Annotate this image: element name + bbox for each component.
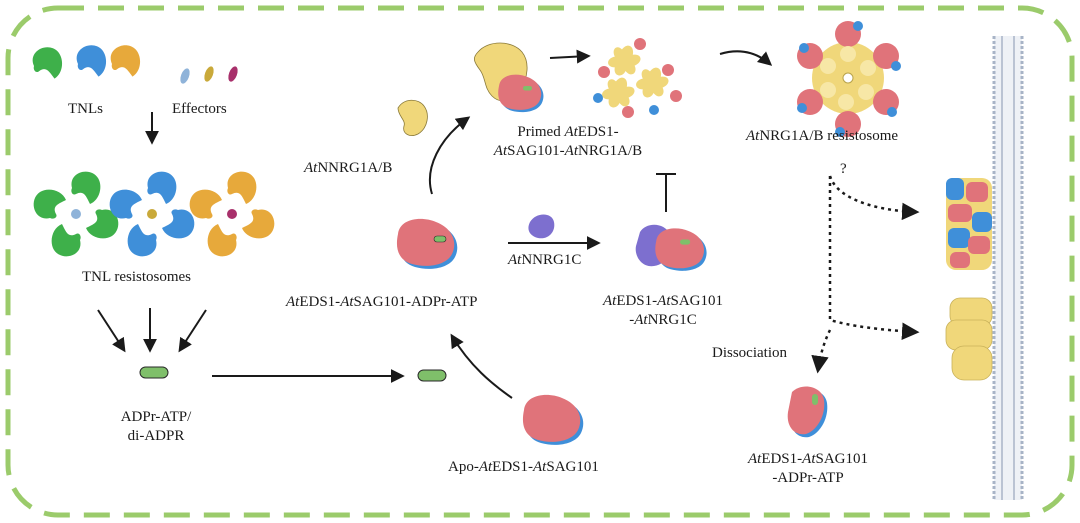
label-question: ? [840,161,847,177]
eds1-sag101-adpr-complex-icon [396,218,458,269]
primed-2d: NRG1A/B [578,143,643,159]
apo-c: EDS1- [492,459,534,475]
label-adpr-atp: ADPr-ATP/ di-ADPR [108,408,204,446]
frame-border [5,5,1075,518]
label-tnls: TNLs [68,101,103,117]
arrow-complex-to-primed [428,116,471,195]
primed-1b: At [564,124,578,140]
nrg1c-monomer-icon [528,214,555,239]
apo-b: At [478,459,493,475]
label-nrg1c: AtNNRG1C [508,251,581,270]
label-effectors: Effectors [172,101,227,117]
label-adpr-line1: ADPr-ATP/ [120,409,192,425]
primed-2a: At [493,143,508,159]
cx-1d: SAG101 [670,293,724,309]
primed-1a: Primed [517,124,565,140]
adpr-ligand-icon [139,366,169,379]
primed-oligomer-icon [593,38,682,118]
d-2: -ADPr-ATP [772,470,844,486]
label-nrg1-resistosome: AtNRG1A/B resistosome [746,127,898,146]
adpr-ligand-icon-2 [417,369,447,382]
d-1a: At [747,451,762,467]
nrg1ab-monomer-icon [397,99,428,136]
label-nrg1c-complex: AtEDS1-AtSAG101 -AtNRG1C [588,292,738,330]
dissociated-complex-icon [787,386,828,438]
apo-e: SAG101 [546,459,599,475]
label-primed: Primed AtEDS1- AtSAG101-AtNRG1A/B [478,123,658,161]
arrow-oligomer-to-resistosome [719,50,773,66]
primed-2b: SAG101- [507,143,565,159]
cx-1c: At [657,293,671,309]
arrow-apo-to-complex [450,333,513,399]
tnl-resistosome-icons [33,171,275,257]
label-dissociation: Dissociation [712,345,787,361]
l1c: At [340,294,354,310]
d-1c: At [802,451,816,467]
label-nrg1ab: AtNNRG1A/B [304,159,392,178]
l1d: SAG101-ADPr-ATP [353,294,478,310]
label-nrg1ab-at: At [304,160,318,176]
label-dissociated-complex: AtEDS1-AtSAG101 -ADPr-ATP [728,450,888,488]
label-nrg1ab-name: NNRG1A/B [317,160,393,176]
label-adpr-line2: di-ADPR [127,428,185,444]
apo-d: At [533,459,547,475]
res-a: At [746,128,760,144]
nrg1-resistosome-icon [797,21,901,137]
d-1b: EDS1- [761,451,803,467]
dotted-arrows [811,175,920,374]
d-1d: SAG101 [815,451,869,467]
apo-complex-icon [522,394,584,445]
membrane-resistosome-yellow [945,297,993,381]
cx-2c: NRG1C [647,312,697,328]
converging-arrows [97,308,207,353]
label-apo: Apo-AtEDS1-AtSAG101 [448,458,599,477]
membrane-bilayer [992,36,1024,500]
apo-a: Apo- [448,459,479,475]
membrane-resistosome-colored [946,178,992,270]
label-tnl-resistosomes: TNL resistosomes [82,269,192,285]
label-nrg1c-name: NNRG1C [521,252,582,268]
cx-2b: At [634,312,648,328]
cx-1a: At [602,293,617,309]
primed-complex-icon [474,42,544,113]
l1b: EDS1- [299,294,341,310]
res-b: NRG1A/B resistosome [759,128,899,144]
arrow-primed-to-oligomer [549,49,591,64]
label-nrg1c-at: At [508,252,522,268]
inhibition-arrow [656,173,676,212]
cx-2a: - [629,312,635,328]
cx-1b: EDS1- [616,293,658,309]
primed-2c: At [564,143,578,159]
label-eds1-sag101-adpr: AtEDS1-AtSAG101-ADPr-ATP [286,293,477,312]
nrg1c-complex-icon [635,224,707,271]
effector-icons [180,66,238,84]
primed-1c: EDS1- [577,124,619,140]
l1a: At [286,294,300,310]
tnl-monomers [30,42,143,82]
